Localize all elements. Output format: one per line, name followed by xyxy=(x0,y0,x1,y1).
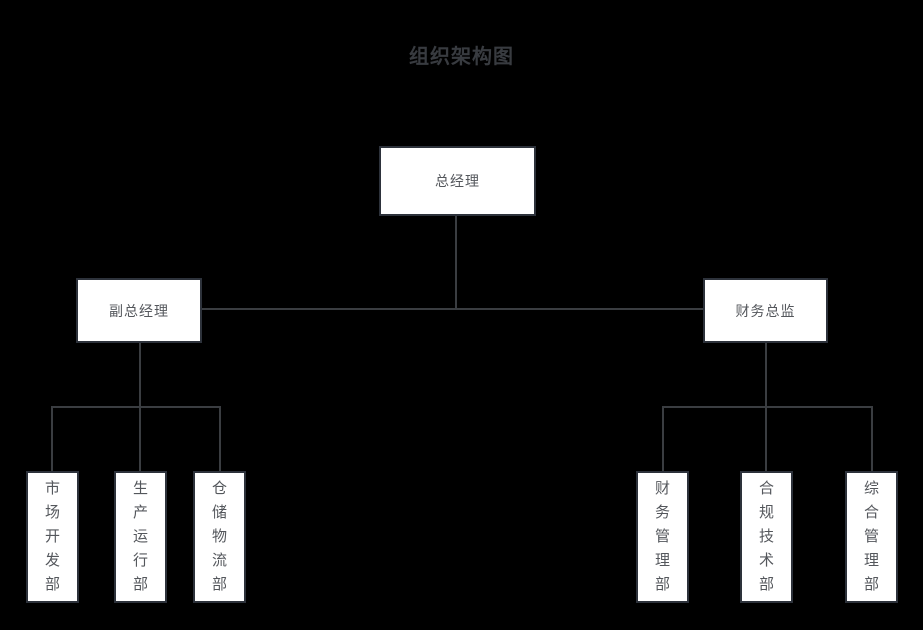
connector-main-horizontal xyxy=(202,308,703,310)
node-deputy-general-manager-label: 副总经理 xyxy=(109,302,169,319)
node-market-development-dept-label: 市场开发部 xyxy=(45,480,61,593)
chart-title: 组织架构图 xyxy=(409,46,514,68)
node-warehouse-logistics-dept-label: 仓储物流部 xyxy=(212,480,228,593)
connector-right-branch-horizontal xyxy=(662,406,873,408)
node-finance-director: 财务总监 xyxy=(703,278,828,343)
node-general-manager: 总经理 xyxy=(379,146,536,216)
node-production-operation-dept: 生产运行部 xyxy=(114,471,167,603)
node-general-management-dept-label: 综合管理部 xyxy=(864,480,880,593)
node-financial-management-dept: 财务管理部 xyxy=(636,471,689,603)
node-general-manager-label: 总经理 xyxy=(435,173,480,189)
node-financial-management-dept-label: 财务管理部 xyxy=(655,480,671,593)
connector-left-branch-horizontal xyxy=(51,406,221,408)
node-compliance-technology-dept: 合规技术部 xyxy=(740,471,793,603)
node-general-management-dept: 综合管理部 xyxy=(845,471,898,603)
node-market-development-dept: 市场开发部 xyxy=(26,471,79,603)
connector-left-drop-3 xyxy=(219,406,221,471)
node-finance-director-label: 财务总监 xyxy=(735,302,796,319)
connector-left-drop-1 xyxy=(51,406,53,471)
connector-root-vertical xyxy=(455,216,457,309)
connector-right-drop-1 xyxy=(662,406,664,471)
connector-right-drop-3 xyxy=(871,406,873,471)
node-warehouse-logistics-dept: 仓储物流部 xyxy=(193,471,246,603)
node-compliance-technology-dept-label: 合规技术部 xyxy=(759,480,775,593)
node-deputy-general-manager: 副总经理 xyxy=(76,278,202,343)
node-production-operation-dept-label: 生产运行部 xyxy=(133,480,149,593)
